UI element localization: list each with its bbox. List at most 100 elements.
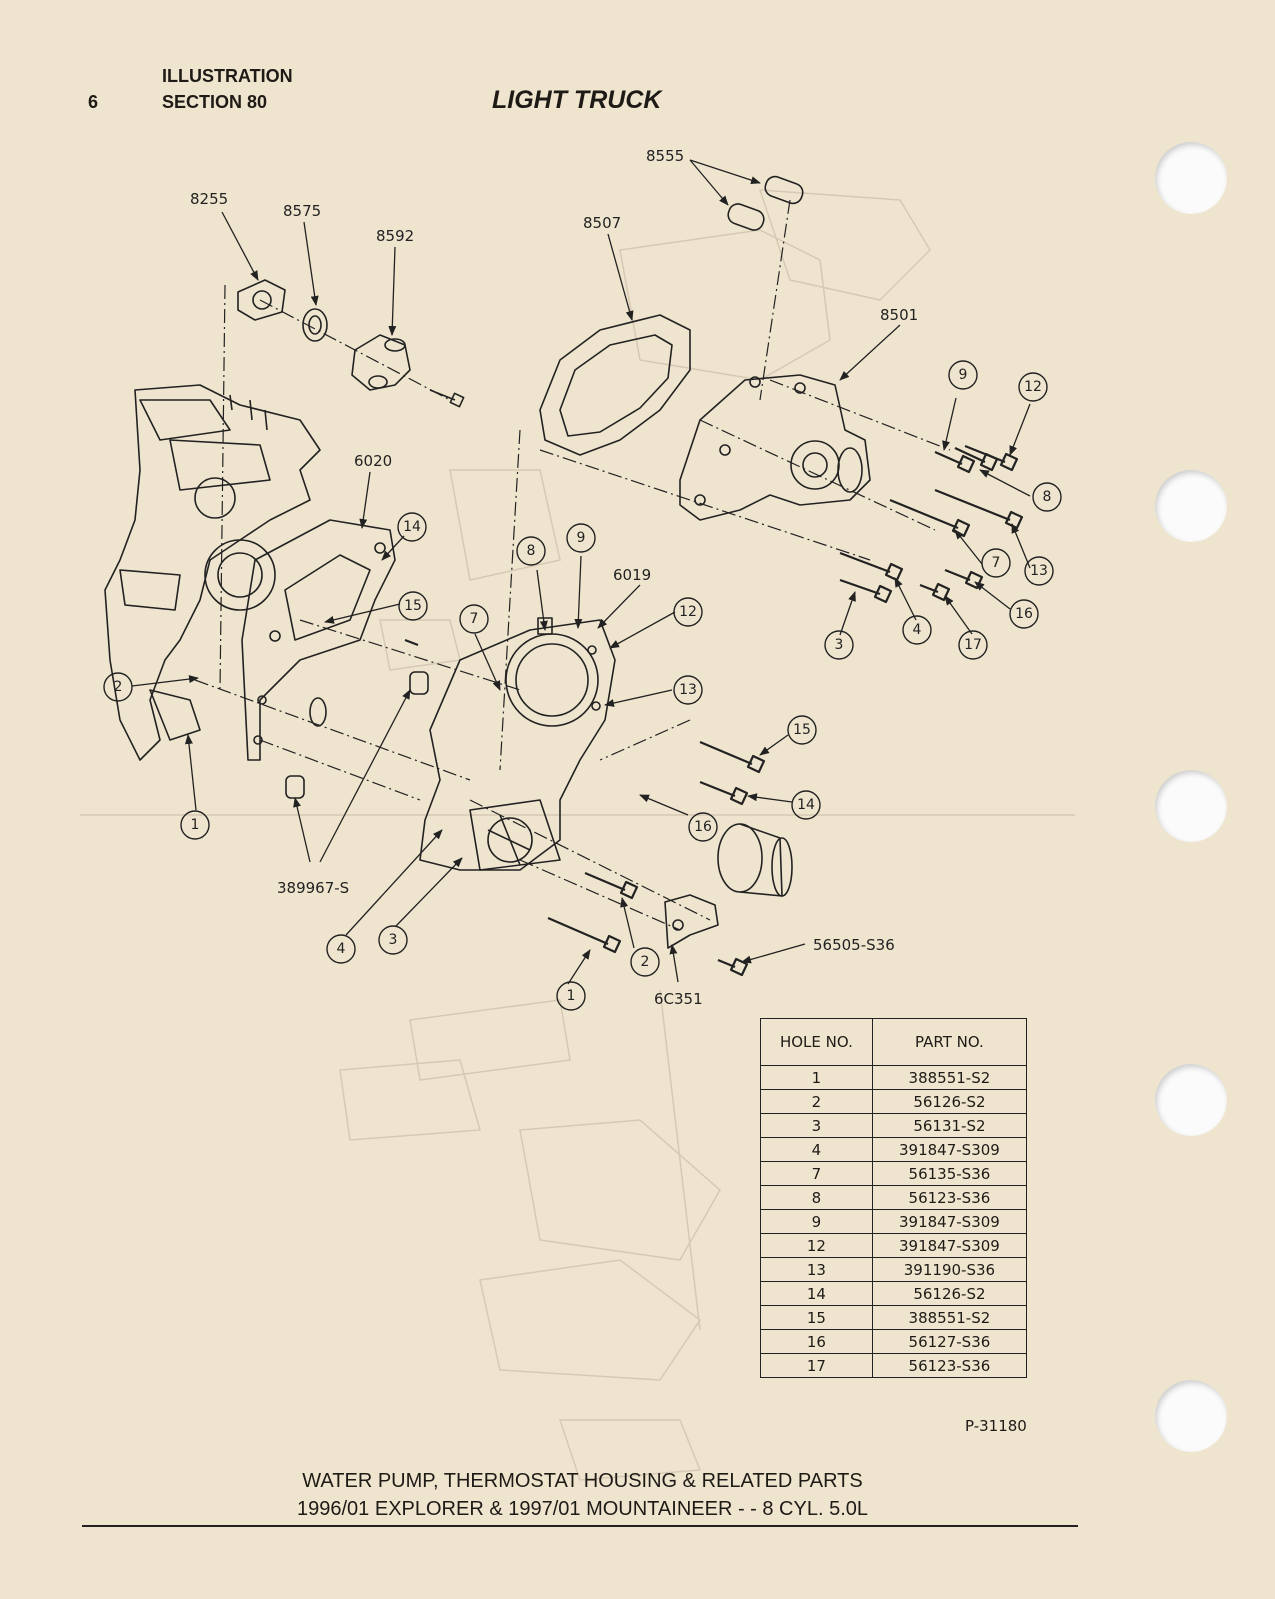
thermostat-gasket-8255 bbox=[237, 279, 286, 321]
hole-no-cell: 15 bbox=[760, 1305, 873, 1330]
label-56505-s36: 56505-S36 bbox=[813, 936, 895, 954]
caption-line-1: WATER PUMP, THERMOSTAT HOUSING & RELATED… bbox=[302, 1470, 863, 1492]
callout-3: 3 bbox=[835, 637, 844, 653]
table-header-row: HOLE NO. PART NO. bbox=[760, 1018, 1028, 1066]
label-6c351: 6C351 bbox=[654, 990, 703, 1008]
callout-15: 15 bbox=[793, 722, 811, 738]
callout-16: 16 bbox=[1015, 606, 1033, 622]
part-no-cell: 56127-S36 bbox=[871, 1329, 1028, 1354]
callout-12: 12 bbox=[1024, 379, 1042, 395]
callout-3: 3 bbox=[389, 932, 398, 948]
part-no-cell: 56131-S2 bbox=[871, 1113, 1028, 1138]
part-no-cell: 56123-S36 bbox=[871, 1185, 1028, 1210]
ghost-drawing bbox=[80, 189, 1075, 1481]
label-8255: 8255 bbox=[190, 190, 228, 208]
binder-hole-3 bbox=[1155, 770, 1227, 842]
part-no-cell: 56126-S2 bbox=[871, 1281, 1028, 1306]
callout-14: 14 bbox=[403, 519, 421, 535]
water-pump-8501 bbox=[679, 374, 871, 521]
hole-no-cell: 3 bbox=[760, 1113, 873, 1138]
part-no-cell: 56135-S36 bbox=[871, 1161, 1028, 1186]
hole-no-cell: 8 bbox=[760, 1185, 873, 1210]
section-label: SECTION 80 bbox=[162, 92, 268, 112]
front-cover-gasket-6020 bbox=[241, 519, 396, 761]
callout-9: 9 bbox=[577, 530, 586, 546]
label-8507: 8507 bbox=[583, 214, 621, 232]
hole-no-cell: 13 bbox=[760, 1257, 873, 1282]
callout-16: 16 bbox=[694, 819, 712, 835]
callout-1: 1 bbox=[567, 988, 576, 1004]
part-no-cell: 391847-S309 bbox=[871, 1209, 1028, 1234]
table-header-hole-no: HOLE NO. bbox=[760, 1018, 873, 1066]
crankshaft-hub bbox=[717, 823, 793, 897]
hole-no-cell: 9 bbox=[760, 1209, 873, 1234]
engine-block bbox=[104, 384, 321, 761]
dowel-pins-389967-s bbox=[285, 671, 429, 799]
callout-4: 4 bbox=[337, 941, 346, 957]
figure-reference: P-31180 bbox=[965, 1417, 1027, 1435]
callout-13: 13 bbox=[679, 682, 697, 698]
alignment-lines bbox=[194, 199, 951, 931]
water-pump-gasket-8507 bbox=[539, 314, 691, 456]
part-no-cell: 388551-S2 bbox=[871, 1305, 1028, 1330]
callout-12: 12 bbox=[679, 604, 697, 620]
hole-no-cell: 16 bbox=[760, 1329, 873, 1354]
page-title: LIGHT TRUCK bbox=[492, 86, 662, 114]
callout-2: 2 bbox=[641, 954, 650, 970]
callout-8: 8 bbox=[1043, 489, 1052, 505]
part-no-cell: 391847-S309 bbox=[871, 1233, 1028, 1258]
sensor-bracket-6c351 bbox=[664, 894, 719, 949]
front-cover-6019 bbox=[419, 617, 616, 871]
label-6019: 6019 bbox=[613, 566, 651, 584]
callout-2: 2 bbox=[114, 679, 123, 695]
callout-circles bbox=[103, 360, 1062, 1011]
callout-17: 17 bbox=[964, 637, 982, 653]
label-8501: 8501 bbox=[880, 306, 918, 324]
part-no-cell: 391847-S309 bbox=[871, 1137, 1028, 1162]
hole-no-cell: 4 bbox=[760, 1137, 873, 1162]
hole-no-cell: 2 bbox=[760, 1089, 873, 1114]
callout-7: 7 bbox=[470, 611, 479, 627]
callout-14: 14 bbox=[797, 797, 815, 813]
part-no-cell: 56123-S36 bbox=[871, 1353, 1028, 1378]
bolt-set-right bbox=[839, 444, 1024, 604]
binder-hole-5 bbox=[1155, 1380, 1227, 1452]
illustration-label: ILLUSTRATION bbox=[162, 66, 293, 86]
part-no-cell: 56126-S2 bbox=[871, 1089, 1028, 1114]
footer-rule bbox=[82, 1525, 1078, 1527]
binder-hole-1 bbox=[1155, 142, 1227, 214]
binder-hole-4 bbox=[1155, 1064, 1227, 1136]
leader-lines bbox=[131, 159, 1031, 985]
thermostat-housing-8592 bbox=[351, 334, 411, 391]
hole-no-cell: 17 bbox=[760, 1353, 873, 1378]
label-8575: 8575 bbox=[283, 202, 321, 220]
label-8555: 8555 bbox=[646, 147, 684, 165]
thermostat-8575 bbox=[302, 308, 328, 342]
caption-line-2: 1996/01 EXPLORER & 1997/01 MOUNTAINEER -… bbox=[297, 1498, 868, 1520]
hole-no-cell: 14 bbox=[760, 1281, 873, 1306]
label-6020: 6020 bbox=[354, 452, 392, 470]
bolt-set-lower bbox=[404, 638, 766, 977]
callout-4: 4 bbox=[913, 622, 922, 638]
page-number: 6 bbox=[88, 92, 99, 112]
part-no-cell: 388551-S2 bbox=[871, 1065, 1028, 1090]
hole-no-cell: 12 bbox=[760, 1233, 873, 1258]
table-header-part-no: PART NO. bbox=[871, 1018, 1028, 1066]
callout-13: 13 bbox=[1030, 563, 1048, 579]
hole-no-cell: 1 bbox=[760, 1065, 873, 1090]
